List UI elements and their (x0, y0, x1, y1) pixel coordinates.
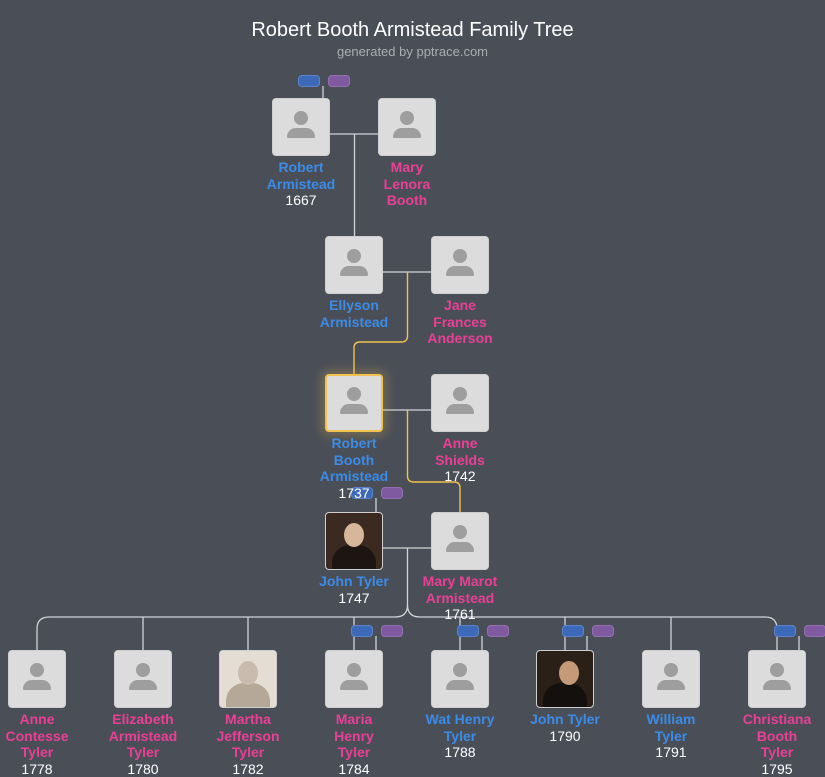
person-silhouette-icon[interactable] (325, 650, 383, 708)
person-name[interactable]: William Tyler (646, 711, 696, 744)
person-name[interactable]: Robert Booth Armistead (319, 435, 389, 484)
portrait-photo[interactable] (325, 512, 383, 570)
expand-father-pill-icon[interactable] (298, 75, 320, 87)
person-name[interactable]: Robert Armistead (266, 159, 336, 192)
person-name[interactable]: Jane Frances Anderson (427, 297, 493, 346)
person-name[interactable]: Ellyson Armistead (319, 297, 389, 330)
person-birth-year: 1742 (444, 468, 476, 484)
expand-father-pill-icon[interactable] (562, 625, 584, 637)
expand-father-pill-icon[interactable] (351, 625, 373, 637)
person-birth-year: 1788 (444, 744, 476, 760)
person-card-mary-lenora-booth[interactable]: Mary Lenora Booth (354, 98, 460, 209)
person-name[interactable]: John Tyler (530, 711, 600, 727)
expand-mother-pill-icon[interactable] (592, 625, 614, 637)
person-silhouette-icon[interactable] (272, 98, 330, 156)
person-card-john-tyler-1747[interactable]: John Tyler 1747 (301, 512, 407, 606)
person-card-john-tyler-1790[interactable]: John Tyler 1790 (512, 650, 618, 744)
person-silhouette-icon[interactable] (431, 236, 489, 294)
person-birth-year: 1790 (549, 727, 581, 744)
expand-mother-pill-icon[interactable] (328, 75, 350, 87)
person-birth-year: 1778 (21, 760, 53, 777)
person-birth-year: 1761 (444, 606, 476, 622)
person-silhouette-icon[interactable] (748, 650, 806, 708)
person-birth-year: 1737 (338, 484, 370, 501)
person-silhouette-icon[interactable] (431, 650, 489, 708)
person-birth-year: 1780 (127, 760, 159, 777)
person-silhouette-icon[interactable] (378, 98, 436, 156)
expand-mother-pill-icon[interactable] (487, 625, 509, 637)
person-birth-year: 1667 (285, 192, 317, 208)
person-name[interactable]: Martha Jefferson Tyler (216, 711, 280, 760)
person-silhouette-icon[interactable] (431, 374, 489, 432)
person-card-mary-marot-armistead[interactable]: Mary Marot Armistead 1761 (407, 512, 513, 622)
person-name[interactable]: Maria Henry Tyler (334, 711, 374, 760)
person-silhouette-icon[interactable] (325, 236, 383, 294)
person-silhouette-icon[interactable] (114, 650, 172, 708)
portrait-photo[interactable] (536, 650, 594, 708)
expand-mother-pill-icon[interactable] (381, 487, 403, 499)
page-subtitle: generated by pptrace.com (336, 44, 489, 59)
expand-mother-pill-icon[interactable] (381, 625, 403, 637)
selected-person-silhouette-icon[interactable] (325, 374, 383, 432)
person-name[interactable]: John Tyler (319, 573, 389, 589)
person-card-martha-jefferson-tyler[interactable]: Martha Jefferson Tyler 1782 (195, 650, 301, 777)
person-name[interactable]: Anne Shields (435, 435, 485, 468)
person-birth-year: 1795 (761, 760, 793, 777)
person-silhouette-icon[interactable] (8, 650, 66, 708)
person-card-elizabeth-armistead-tyler[interactable]: Elizabeth Armistead Tyler 1780 (90, 650, 196, 777)
expand-mother-pill-icon[interactable] (804, 625, 825, 637)
person-card-wat-henry-tyler[interactable]: Wat Henry Tyler 1788 (407, 650, 513, 760)
expand-father-pill-icon[interactable] (351, 487, 373, 499)
person-name[interactable]: Mary Marot Armistead (422, 573, 498, 606)
person-silhouette-icon[interactable] (431, 512, 489, 570)
person-birth-year: 1747 (338, 589, 370, 606)
person-birth-year: 1782 (232, 760, 264, 777)
person-card-robert-booth-armistead[interactable]: Robert Booth Armistead 1737 (301, 374, 407, 501)
person-silhouette-icon[interactable] (642, 650, 700, 708)
person-birth-year: 1784 (338, 760, 370, 777)
portrait-photo[interactable] (219, 650, 277, 708)
person-card-maria-henry-tyler[interactable]: Maria Henry Tyler 1784 (301, 650, 407, 777)
person-name[interactable]: Anne Contesse Tyler (5, 711, 69, 760)
person-birth-year: 1791 (655, 744, 687, 760)
expand-father-pill-icon[interactable] (774, 625, 796, 637)
person-card-anne-shields[interactable]: Anne Shields 1742 (407, 374, 513, 484)
expand-father-pill-icon[interactable] (457, 625, 479, 637)
page-title: Robert Booth Armistead Family Tree (251, 19, 574, 41)
person-card-jane-frances-anderson[interactable]: Jane Frances Anderson (407, 236, 513, 347)
person-card-anne-contesse-tyler[interactable]: Anne Contesse Tyler 1778 (0, 650, 90, 777)
person-card-william-tyler[interactable]: William Tyler 1791 (618, 650, 724, 760)
person-name[interactable]: Elizabeth Armistead Tyler (108, 711, 178, 760)
person-name[interactable]: Wat Henry Tyler (425, 711, 495, 744)
person-card-christiana-booth-tyler[interactable]: Christiana Booth Tyler 1795 (724, 650, 825, 777)
person-card-robert-armistead[interactable]: Robert Armistead 1667 (248, 98, 354, 208)
person-name[interactable]: Mary Lenora Booth (383, 159, 431, 208)
person-card-ellyson-armistead[interactable]: Ellyson Armistead (301, 236, 407, 330)
person-name[interactable]: Christiana Booth Tyler (742, 711, 812, 760)
